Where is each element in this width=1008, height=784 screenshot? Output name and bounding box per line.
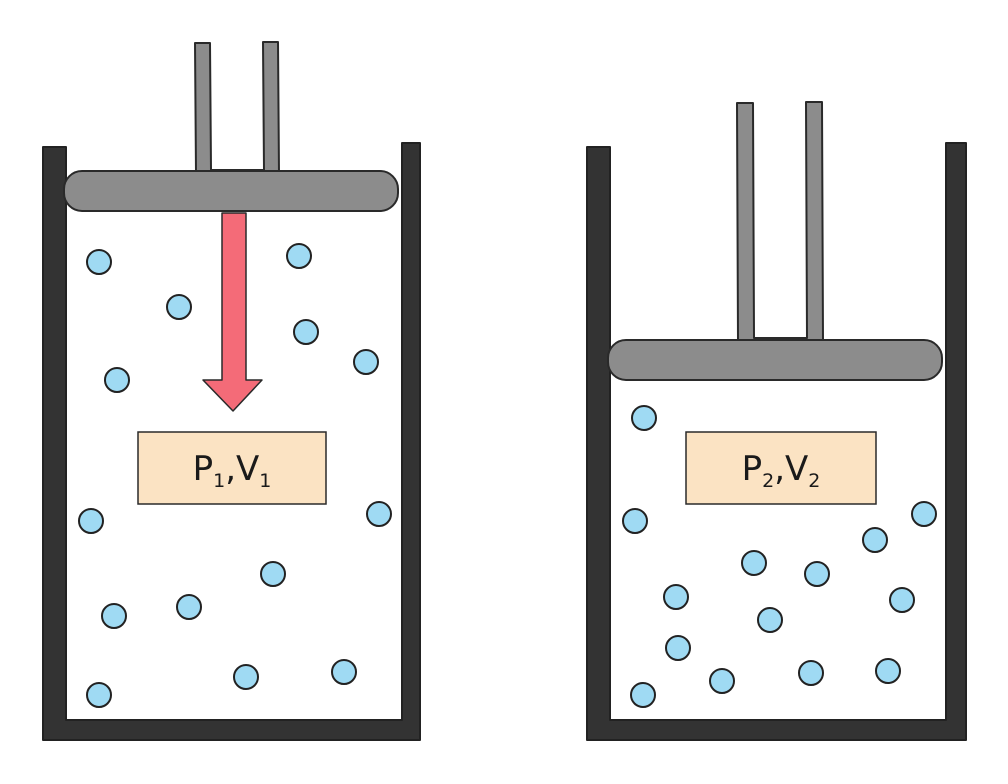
gas-particle bbox=[176, 594, 202, 620]
right-label-box: P2,V2 bbox=[685, 431, 877, 505]
gas-particle bbox=[875, 658, 901, 684]
gas-particle bbox=[630, 682, 656, 708]
left-gas-particles bbox=[78, 243, 392, 708]
gas-particle bbox=[663, 584, 689, 610]
left-label-v-subscript: 1 bbox=[259, 470, 271, 492]
left-label-separator: , bbox=[225, 449, 236, 489]
gas-particle bbox=[86, 249, 112, 275]
gas-particle bbox=[286, 243, 312, 269]
gas-particle bbox=[757, 607, 783, 633]
left-label-p: P bbox=[193, 449, 214, 489]
gas-particle bbox=[665, 635, 691, 661]
right-gas-particles bbox=[622, 405, 937, 708]
gas-particle bbox=[804, 561, 830, 587]
right-label-separator: , bbox=[774, 449, 785, 489]
gas-particle bbox=[631, 405, 657, 431]
gas-particle bbox=[86, 682, 112, 708]
gas-particle bbox=[911, 501, 937, 527]
right-cylinder: P2,V2 bbox=[586, 101, 967, 741]
gas-particle bbox=[709, 668, 735, 694]
gas-particle bbox=[260, 561, 286, 587]
right-piston bbox=[607, 101, 943, 381]
left-cylinder: P1,V1 bbox=[42, 41, 421, 741]
gas-particle bbox=[862, 527, 888, 553]
right-label-p-subscript: 2 bbox=[762, 470, 774, 492]
gas-particle bbox=[353, 349, 379, 375]
right-label-v: V bbox=[785, 449, 808, 489]
right-label-p: P bbox=[742, 449, 763, 489]
left-label-text: P1,V1 bbox=[193, 449, 272, 492]
left-label-box: P1,V1 bbox=[137, 431, 327, 505]
left-piston-rod bbox=[194, 41, 280, 175]
right-piston-rod bbox=[736, 101, 824, 343]
right-label-background bbox=[685, 431, 877, 505]
right-label-v-subscript: 2 bbox=[808, 470, 820, 492]
left-label-v: V bbox=[236, 449, 259, 489]
gas-particle bbox=[166, 294, 192, 320]
gas-particle bbox=[798, 660, 824, 686]
left-container-walls bbox=[42, 142, 421, 741]
right-container-walls bbox=[586, 142, 967, 741]
gas-particle bbox=[104, 367, 130, 393]
left-label-background bbox=[137, 431, 327, 505]
left-piston bbox=[63, 41, 399, 212]
left-piston-head bbox=[63, 170, 399, 212]
gas-particle bbox=[101, 603, 127, 629]
left-label-p-subscript: 1 bbox=[213, 470, 225, 492]
compression-arrow-icon bbox=[202, 212, 263, 412]
gas-particle bbox=[889, 587, 915, 613]
gas-particle bbox=[366, 501, 392, 527]
gas-particle bbox=[233, 664, 259, 690]
gas-particle bbox=[741, 550, 767, 576]
right-piston-head bbox=[607, 339, 943, 381]
gas-particle bbox=[78, 508, 104, 534]
gas-particle bbox=[622, 508, 648, 534]
gas-particle bbox=[331, 659, 357, 685]
right-label-text: P2,V2 bbox=[742, 449, 821, 492]
gas-particle bbox=[293, 319, 319, 345]
